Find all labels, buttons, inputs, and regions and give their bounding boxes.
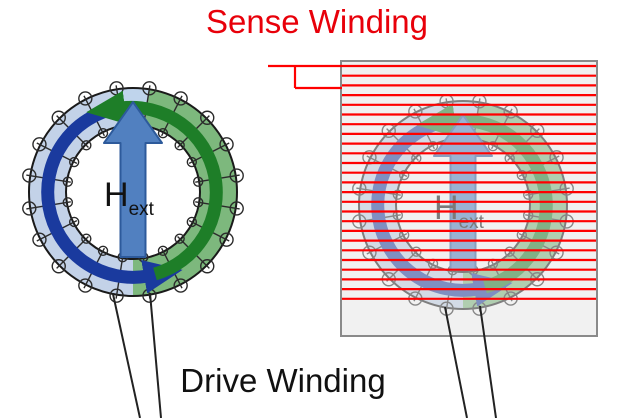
winding-turn-loop-inner — [81, 140, 92, 151]
winding-turn-loop-outer — [229, 201, 244, 216]
winding-turn-loop-outer — [109, 288, 124, 303]
drive-winding-title: Drive Winding — [180, 362, 386, 399]
winding-turn-loop-inner — [97, 127, 109, 139]
circulating-field-arrow-green — [86, 90, 223, 281]
winding-turn-loop-inner — [192, 197, 204, 208]
core-ring-left-half — [29, 88, 133, 296]
winding-turn-loop-inner — [186, 156, 198, 168]
winding-turn-loop-inner — [62, 176, 74, 187]
winding-turn-loop-outer — [51, 259, 66, 274]
core-ring-right-half — [133, 88, 237, 296]
winding-turn-loop-outer — [78, 278, 93, 293]
winding-turn-loop-outer — [51, 110, 66, 125]
winding-turn-loop-inner — [62, 197, 74, 208]
sense-winding-title: Sense Winding — [206, 3, 428, 40]
winding-turn-loop-outer — [219, 232, 234, 247]
winding-turn-loop-outer — [142, 81, 157, 96]
winding-turn-loop-inner — [68, 156, 80, 168]
external-field-arrow — [103, 101, 163, 258]
winding-turn-loop-outer — [22, 168, 37, 183]
winding-turn-loop-outer — [219, 137, 234, 152]
winding-turn-loop-outer — [173, 91, 188, 106]
winding-turn-loop-outer — [200, 110, 215, 125]
winding-turn-loop-inner — [192, 176, 204, 187]
circulating-field-arrow-blue — [41, 101, 183, 294]
winding-turn-loop-outer — [32, 137, 47, 152]
winding-turn-loop-outer — [22, 201, 37, 216]
winding-turn-loop-inner — [68, 216, 80, 228]
winding-turn-loop-inner — [97, 245, 109, 257]
drive-core-left: Hext — [22, 81, 244, 303]
winding-turn-loop-inner — [186, 216, 198, 228]
winding-turn-loop-outer — [229, 168, 244, 183]
sense-bobbin-square — [340, 60, 598, 337]
drive-lead-right-1 — [444, 306, 468, 418]
drive-lead-left-1 — [112, 293, 141, 418]
winding-turn-loop-outer — [32, 232, 47, 247]
core-outer-edge — [28, 87, 238, 297]
external-field-label: Hext — [104, 176, 155, 220]
sense-winding-coil — [268, 64, 596, 300]
winding-turn-loop-inner — [157, 127, 169, 139]
winding-turn-loop-inner — [81, 233, 92, 244]
drive-lead-left-2 — [149, 292, 162, 418]
winding-turn-loop-inner — [157, 245, 169, 257]
winding-turn-loop-inner — [174, 140, 185, 151]
winding-turn-loop-inner — [174, 233, 185, 244]
drive-lead-right-2 — [479, 305, 497, 418]
winding-turn-loop-outer — [200, 259, 215, 274]
